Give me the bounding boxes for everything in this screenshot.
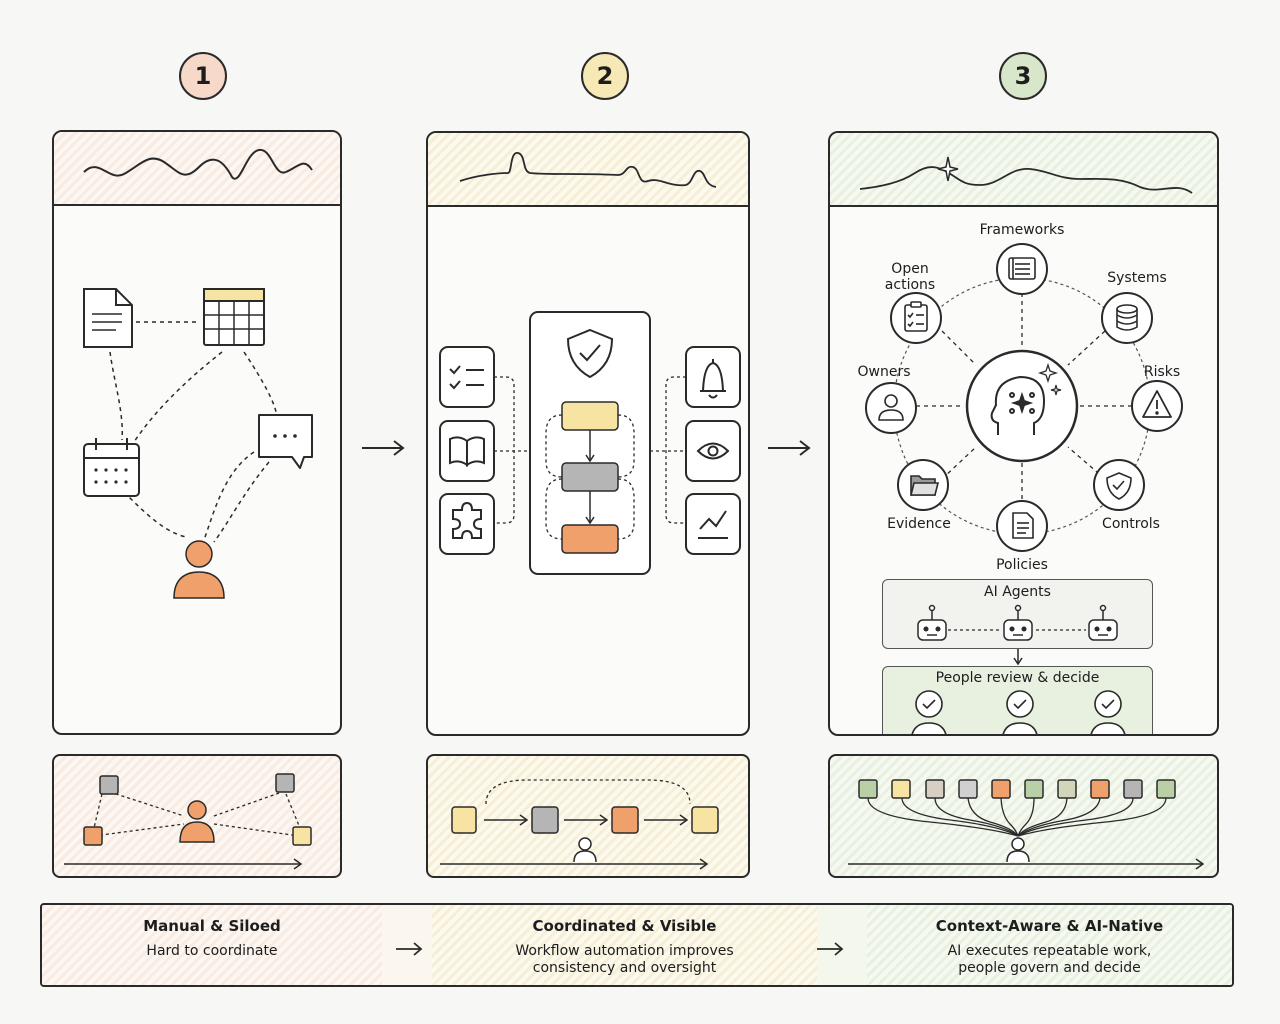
eye-icon — [696, 442, 730, 460]
stage-1-title: Manual & Siloed — [143, 917, 281, 935]
stage-manual: Manual & Siloed Hard to coordinate — [42, 905, 382, 985]
shield-icon — [566, 328, 614, 379]
stage-arrow-1 — [382, 905, 432, 985]
squiggle-1 — [83, 149, 313, 180]
stage-ai-native: Context-Aware & AI-Native AI executes re… — [867, 905, 1232, 985]
stages-bar: Manual & Siloed Hard to coordinate Coord… — [40, 903, 1234, 987]
person-icon — [173, 540, 225, 599]
puzzle-icon — [452, 501, 482, 539]
node-evidence-label: Evidence — [887, 516, 951, 532]
checklist-icon — [449, 365, 484, 390]
people-review-row — [911, 690, 1126, 734]
owner-icon — [878, 394, 904, 421]
node-systems-label: Systems — [1107, 270, 1167, 286]
stage-1-desc: Hard to coordinate — [146, 943, 278, 959]
policy-document-icon — [1012, 512, 1034, 539]
line-chart-icon — [698, 510, 728, 539]
folder-icon — [909, 475, 940, 496]
chat-bubble-icon — [258, 414, 313, 469]
squiggle-2 — [459, 152, 717, 188]
panel-1-header — [54, 132, 340, 206]
step-2-badge: 2 — [581, 52, 629, 100]
stage-3-title: Context-Aware & AI-Native — [935, 917, 1164, 935]
panel-coordinated — [426, 131, 750, 736]
warning-icon — [1142, 390, 1172, 418]
robot-icon — [917, 604, 947, 641]
step-3-badge: 3 — [999, 52, 1047, 100]
document-icon — [83, 288, 133, 348]
node-risks-label: Risks — [1143, 364, 1181, 380]
node-open-actions-label: Open actions — [884, 261, 936, 293]
panel-3-hub — [865, 243, 1183, 552]
stage-arrow-2 — [817, 905, 867, 985]
squiggle-3 — [859, 156, 1193, 194]
node-frameworks-label: Frameworks — [979, 222, 1065, 238]
step-1-badge: 1 — [179, 52, 227, 100]
panel-1-graph — [109, 321, 277, 543]
ai-agents-title: AI Agents — [984, 584, 1051, 600]
stage-2-desc: Workflow automation improves consistency… — [515, 943, 734, 976]
book-icon — [449, 436, 485, 467]
stage-3-desc: AI executes repeatable work, people gove… — [947, 943, 1152, 976]
stage-coordinated: Coordinated & Visible Workflow automatio… — [432, 905, 817, 985]
panel-2-header — [428, 133, 748, 207]
panel-ai-native: Frameworks Systems Open actions Owners R… — [828, 131, 1219, 736]
bell-icon — [700, 359, 726, 399]
node-policies-label: Policies — [996, 557, 1048, 573]
panel-manual — [52, 130, 342, 735]
calendar-icon — [83, 438, 140, 497]
panel-2-workflow — [439, 311, 741, 575]
spreadsheet-icon — [203, 288, 265, 346]
clipboard-icon — [904, 301, 928, 332]
ai-agents-row — [917, 604, 1118, 666]
database-icon — [1116, 304, 1138, 331]
controls-shield-icon — [1106, 472, 1132, 500]
mini-panel-3 — [828, 754, 1219, 878]
node-owners-label: Owners — [857, 364, 911, 380]
robot-icon — [1088, 604, 1118, 641]
mini-1-network — [64, 773, 312, 870]
ai-head-icon — [990, 375, 1046, 435]
people-review-title: People review & decide — [935, 670, 1100, 686]
mini-panel-1 — [52, 754, 342, 878]
mini-panel-2 — [426, 754, 750, 878]
robot-icon — [1003, 604, 1033, 641]
node-controls-label: Controls — [1102, 516, 1160, 532]
mini-3-fanout — [848, 779, 1205, 870]
frameworks-icon — [1008, 257, 1036, 280]
stage-2-title: Coordinated & Visible — [532, 917, 717, 935]
mini-2-pipeline — [440, 779, 719, 870]
panel-3-header — [830, 133, 1217, 207]
